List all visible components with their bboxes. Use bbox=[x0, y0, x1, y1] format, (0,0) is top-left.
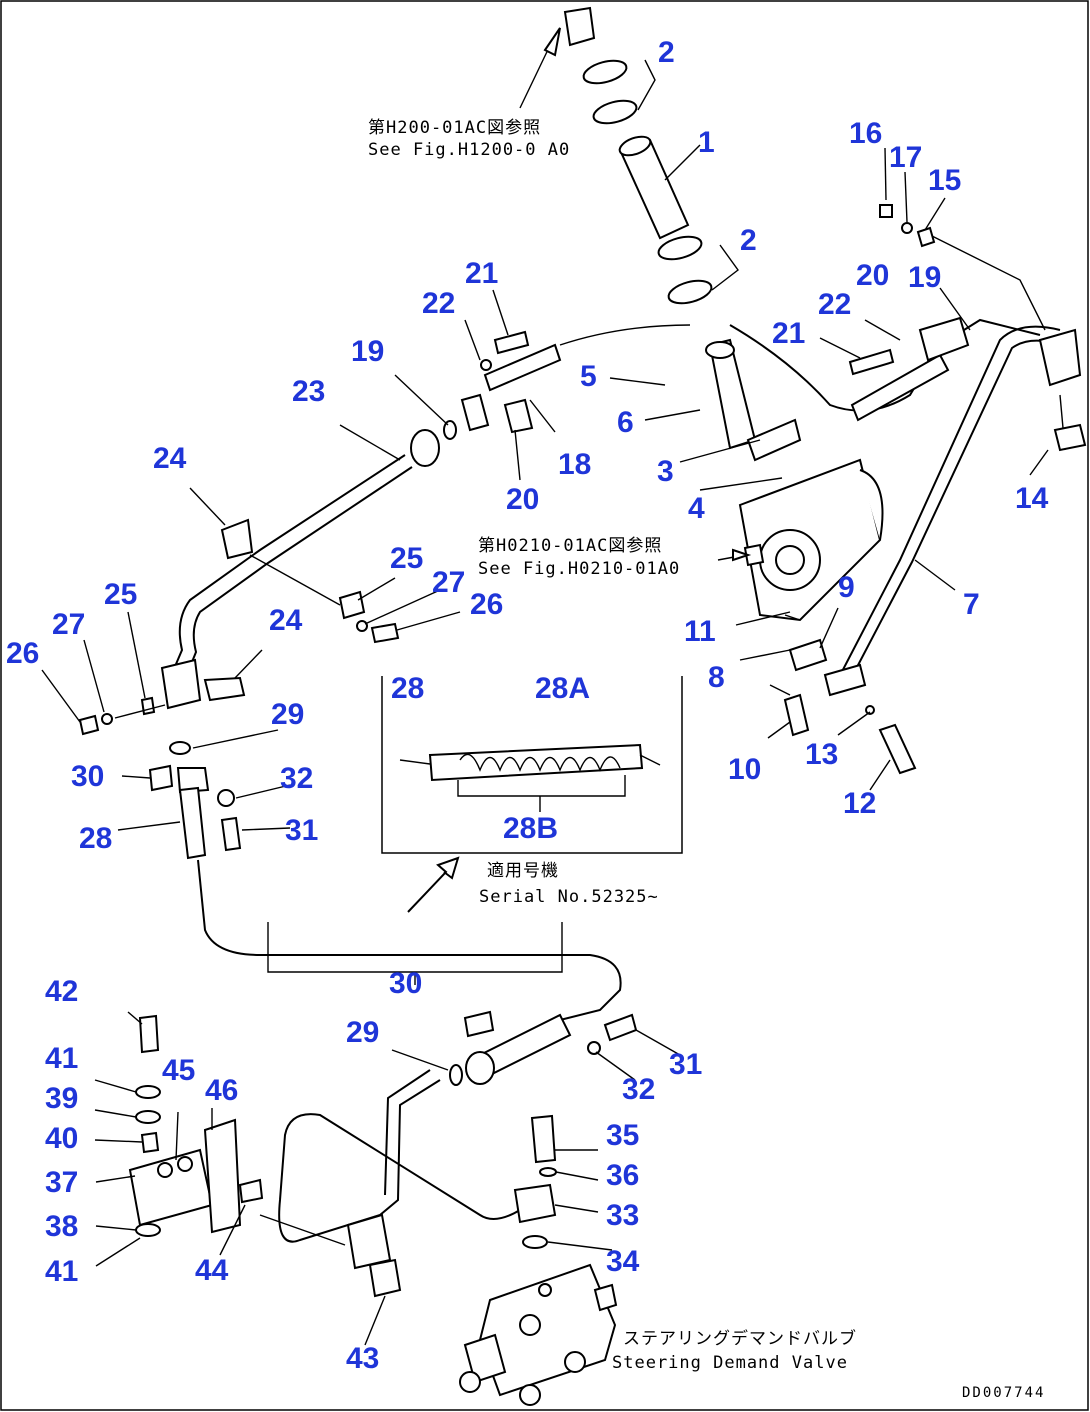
callout-24: 24 bbox=[269, 604, 303, 637]
callout-29: 29 bbox=[271, 698, 304, 731]
callout-41: 41 bbox=[45, 1255, 78, 1288]
pipe-23 bbox=[164, 454, 406, 691]
callout-19: 19 bbox=[351, 335, 384, 368]
callout-28A: 28A bbox=[535, 672, 590, 705]
part-callouts: 2 1 2 16 17 15 21 22 20 19 22 21 19 23 5… bbox=[6, 36, 1049, 1375]
bracket-assembly bbox=[128, 1014, 264, 1237]
callout-3: 3 bbox=[657, 455, 674, 488]
callout-42: 42 bbox=[45, 975, 78, 1008]
callout-36: 36 bbox=[606, 1159, 639, 1192]
callout-9: 9 bbox=[838, 571, 855, 604]
callout-5: 5 bbox=[580, 360, 597, 393]
callout-29: 29 bbox=[346, 1016, 379, 1049]
callout-27: 27 bbox=[432, 566, 465, 599]
callout-10: 10 bbox=[728, 753, 761, 786]
callout-11: 11 bbox=[684, 615, 716, 648]
callout-16: 16 bbox=[849, 117, 882, 150]
callout-45: 45 bbox=[162, 1054, 195, 1087]
callout-24: 24 bbox=[153, 442, 187, 475]
callout-14: 14 bbox=[1015, 482, 1049, 515]
callout-12: 12 bbox=[843, 787, 876, 820]
callout-1: 1 bbox=[698, 126, 715, 159]
callout-28: 28 bbox=[391, 672, 424, 705]
callout-43: 43 bbox=[346, 1342, 379, 1375]
callout-21: 21 bbox=[465, 257, 498, 290]
steering-demand-valve bbox=[459, 1263, 618, 1406]
callout-26: 26 bbox=[470, 588, 503, 621]
drawing-code: DD007744 bbox=[962, 1385, 1045, 1401]
callout-28B: 28B bbox=[503, 812, 558, 845]
callout-28: 28 bbox=[79, 822, 112, 855]
callout-31: 31 bbox=[285, 814, 318, 847]
callout-20: 20 bbox=[856, 259, 889, 292]
callout-46: 46 bbox=[205, 1074, 238, 1107]
serial-jp: 適用号機 bbox=[487, 861, 559, 881]
callout-33: 33 bbox=[606, 1199, 639, 1232]
callout-8: 8 bbox=[708, 661, 725, 694]
callout-13: 13 bbox=[805, 738, 838, 771]
callout-2: 2 bbox=[740, 224, 757, 257]
callout-27: 27 bbox=[52, 608, 85, 641]
callout-26: 26 bbox=[6, 637, 39, 670]
callout-32: 32 bbox=[280, 762, 313, 795]
pump-ref-en: See Fig.H0210-01A0 bbox=[478, 559, 680, 579]
top-ref-en: See Fig.H1200-0 A0 bbox=[368, 140, 570, 160]
callout-38: 38 bbox=[45, 1210, 78, 1243]
callout-25: 25 bbox=[390, 542, 423, 575]
serial-en: Serial No.52325~ bbox=[479, 887, 659, 907]
callout-6: 6 bbox=[617, 406, 634, 439]
callout-25: 25 bbox=[104, 578, 137, 611]
callout-31: 31 bbox=[669, 1048, 702, 1081]
callout-30: 30 bbox=[71, 760, 104, 793]
callout-30: 30 bbox=[389, 967, 422, 1000]
callout-18: 18 bbox=[558, 448, 591, 481]
callout-22: 22 bbox=[818, 288, 851, 321]
callout-40: 40 bbox=[45, 1122, 78, 1155]
inset-serial-detail bbox=[381, 676, 683, 913]
callout-39: 39 bbox=[45, 1082, 78, 1115]
callout-21: 21 bbox=[772, 317, 805, 350]
pump-ref-jp: 第H0210-01AC図参照 bbox=[478, 536, 662, 556]
callout-22: 22 bbox=[422, 287, 455, 320]
top-ref-jp: 第H200-01AC図参照 bbox=[368, 118, 541, 138]
callout-44: 44 bbox=[195, 1254, 229, 1287]
callout-4: 4 bbox=[688, 492, 705, 525]
callout-23: 23 bbox=[292, 375, 325, 408]
callout-34: 34 bbox=[606, 1245, 640, 1278]
callout-32: 32 bbox=[622, 1073, 655, 1106]
pump-assembly bbox=[738, 458, 917, 775]
valve-jp: ステアリングデマンドバルブ bbox=[623, 1328, 857, 1349]
callout-20: 20 bbox=[506, 483, 539, 516]
callout-7: 7 bbox=[963, 588, 980, 621]
callout-35: 35 bbox=[606, 1119, 639, 1152]
callout-2: 2 bbox=[658, 36, 675, 69]
hose-assembly bbox=[563, 6, 802, 462]
callout-37: 37 bbox=[45, 1166, 78, 1199]
callout-41: 41 bbox=[45, 1042, 78, 1075]
callout-19: 19 bbox=[908, 261, 941, 294]
callout-17: 17 bbox=[889, 141, 922, 174]
valve-en: Steering Demand Valve bbox=[612, 1353, 848, 1373]
leader-lines bbox=[41, 27, 1049, 1346]
callout-15: 15 bbox=[928, 164, 961, 197]
